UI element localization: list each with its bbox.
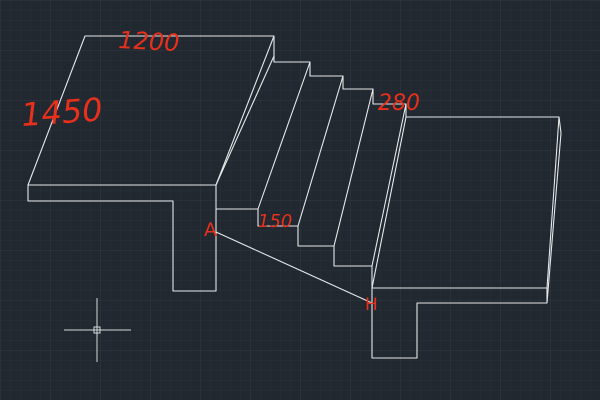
lower-landing-right-edge-2 xyxy=(546,132,562,304)
lower-landing-back-edge xyxy=(371,116,407,289)
lower-landing xyxy=(371,104,560,289)
upper-landing-front xyxy=(27,185,217,292)
annotation-landing-depth: 1450 xyxy=(20,90,104,134)
annotation-riser-height: 150 xyxy=(258,211,292,232)
slope-line-a-h xyxy=(215,231,373,304)
step-1 xyxy=(215,55,311,210)
lower-landing-right-edge xyxy=(558,116,562,134)
label-point-h: H xyxy=(365,295,378,315)
step-4 xyxy=(333,89,407,267)
step-3 xyxy=(297,76,374,247)
label-point-a: A xyxy=(204,219,217,241)
annotation-tread-depth: 280 xyxy=(378,91,420,116)
step-2 xyxy=(257,62,344,227)
annotation-top-width: 1200 xyxy=(118,26,180,57)
crosshair-cursor-icon[interactable] xyxy=(64,298,131,362)
annotations: 1200 1450 280 150 A H xyxy=(20,26,420,315)
staircase-drawing xyxy=(27,35,562,359)
